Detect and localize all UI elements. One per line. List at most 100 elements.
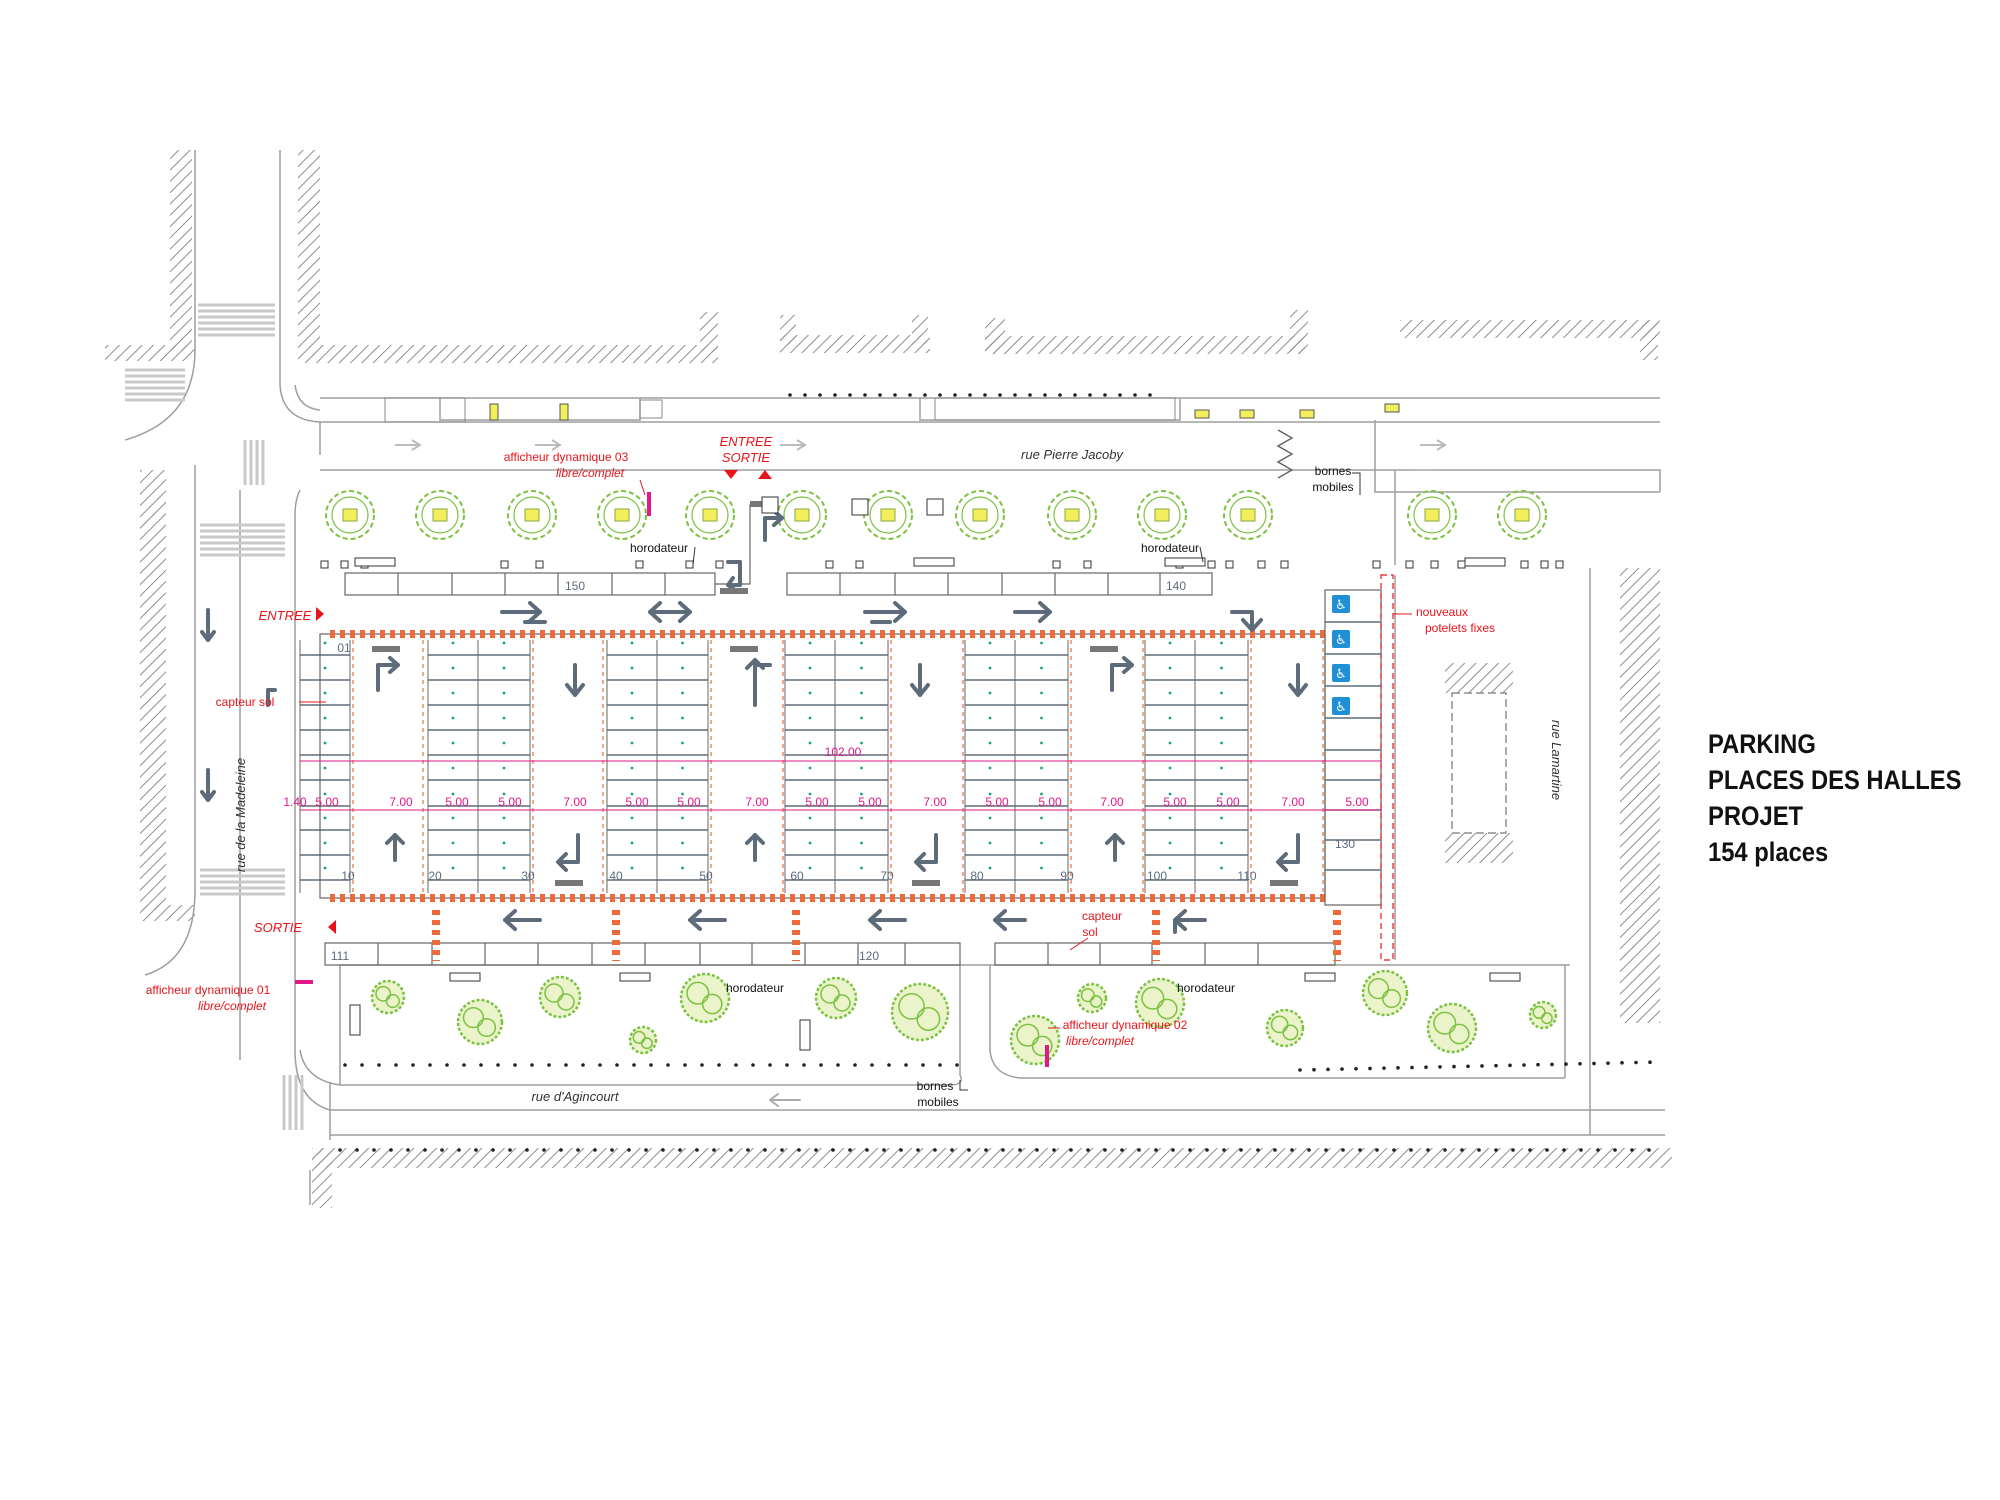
- borne: [649, 1063, 653, 1067]
- borne: [1340, 1067, 1344, 1071]
- borne: [803, 393, 807, 397]
- borne: [967, 1148, 971, 1152]
- borne: [853, 1063, 857, 1067]
- dimension-lines: [300, 760, 1382, 811]
- parking-column-east: [1324, 574, 1394, 961]
- tree-icon: [415, 490, 465, 540]
- arrow-icon: [1173, 909, 1207, 934]
- bornes-mobiles-north-2: mobiles: [1312, 480, 1353, 494]
- borne: [559, 1148, 563, 1152]
- bornes-mobiles-north-1: bornes: [1315, 464, 1352, 478]
- arrow-icon: [745, 833, 765, 862]
- dimension-value: 7.00: [389, 795, 413, 809]
- tree-icon: [1223, 490, 1273, 540]
- borne: [1073, 393, 1077, 397]
- space-number: 50: [699, 869, 713, 883]
- tree-icon: [1134, 977, 1186, 1029]
- borne: [768, 1063, 772, 1067]
- arrow-icon: [1288, 663, 1308, 697]
- borne: [1086, 1148, 1090, 1152]
- tree-icon: [685, 490, 735, 540]
- borne: [1368, 1066, 1372, 1071]
- borne: [1358, 1148, 1362, 1152]
- borne: [984, 1148, 988, 1152]
- borne: [870, 1063, 874, 1067]
- borne: [878, 393, 882, 397]
- bench: [1304, 972, 1336, 982]
- bench: [619, 972, 651, 982]
- arrow-icon: [1013, 601, 1052, 623]
- afficheur-01-label: afficheur dynamique 01: [146, 983, 271, 997]
- bench: [449, 972, 481, 982]
- afficheur-03-label: afficheur dynamique 03: [504, 450, 629, 464]
- street-label-north: rue Pierre Jacoby: [1021, 447, 1124, 462]
- bornes-mobiles-south-1: bornes: [917, 1079, 954, 1093]
- space-number: 130: [1335, 837, 1355, 851]
- tree-icon: [863, 490, 913, 540]
- dimension-value: 5.00: [625, 795, 649, 809]
- arrow-icon: [726, 560, 742, 592]
- arrow-icon: [910, 663, 930, 697]
- buildings: [105, 150, 1672, 1208]
- arrow-icon: [565, 663, 585, 697]
- arrow-icon: [993, 909, 1027, 931]
- space-number: 70: [880, 869, 894, 883]
- capteur-sol-label-2: capteur: [1082, 909, 1122, 923]
- bollard: [340, 560, 349, 569]
- horodateur-label-3: horodateur: [726, 981, 784, 995]
- crosswalks: [125, 303, 304, 1130]
- borne: [581, 1063, 585, 1067]
- borne: [406, 1148, 410, 1152]
- bollard: [825, 560, 834, 569]
- bollard: [1457, 560, 1466, 569]
- borne: [818, 393, 822, 397]
- borne: [343, 1063, 347, 1067]
- borne: [457, 1148, 461, 1152]
- borne: [1171, 1148, 1175, 1152]
- arrow-icon: [503, 909, 542, 931]
- bollard: [1083, 560, 1092, 569]
- borne: [513, 1063, 517, 1067]
- potelets-label-1: nouveaux: [1416, 605, 1468, 619]
- borne: [1137, 1148, 1141, 1152]
- bay-column: [1014, 640, 1069, 893]
- bollard: [1052, 560, 1061, 569]
- borne: [1536, 1062, 1540, 1067]
- entree-label-top: ENTREE: [720, 434, 773, 449]
- tree-icon: [777, 490, 827, 540]
- borne: [968, 393, 972, 397]
- dimension-value: 5.00: [1345, 795, 1369, 809]
- borne: [1511, 1148, 1515, 1152]
- borne: [615, 1063, 619, 1067]
- borne: [1118, 393, 1122, 397]
- arrow-icon: [1110, 656, 1134, 692]
- borne: [632, 1063, 636, 1067]
- borne: [1426, 1148, 1430, 1152]
- borne: [1392, 1148, 1396, 1152]
- afficheur-02-label: afficheur dynamique 02: [1063, 1018, 1188, 1032]
- bollard: [635, 560, 644, 569]
- borne: [1522, 1063, 1526, 1067]
- waste-bin: [926, 498, 944, 516]
- parking-row-bottom: [324, 942, 1336, 966]
- borne: [1188, 1148, 1192, 1152]
- space-number: 90: [1060, 869, 1074, 883]
- arrow-icon: [745, 658, 772, 707]
- borne: [938, 393, 942, 397]
- borne: [1528, 1148, 1532, 1152]
- capteur-sol-label-3: sol: [1082, 925, 1097, 939]
- borne: [1579, 1148, 1583, 1152]
- tree-icon: [1528, 1000, 1558, 1030]
- dimension-total: 102.00: [825, 745, 862, 759]
- borne: [712, 1148, 716, 1152]
- bollard: [1207, 560, 1216, 569]
- dimension-value: 7.00: [1281, 795, 1305, 809]
- potelets-label-2: potelets fixes: [1425, 621, 1495, 635]
- borne: [893, 393, 897, 397]
- borne: [355, 1148, 359, 1152]
- arrow-icon: [266, 688, 277, 707]
- borne: [695, 1148, 699, 1152]
- borne: [983, 393, 987, 397]
- wheelchair-icon: ♿ ♿ ♿ ♿: [1332, 595, 1350, 715]
